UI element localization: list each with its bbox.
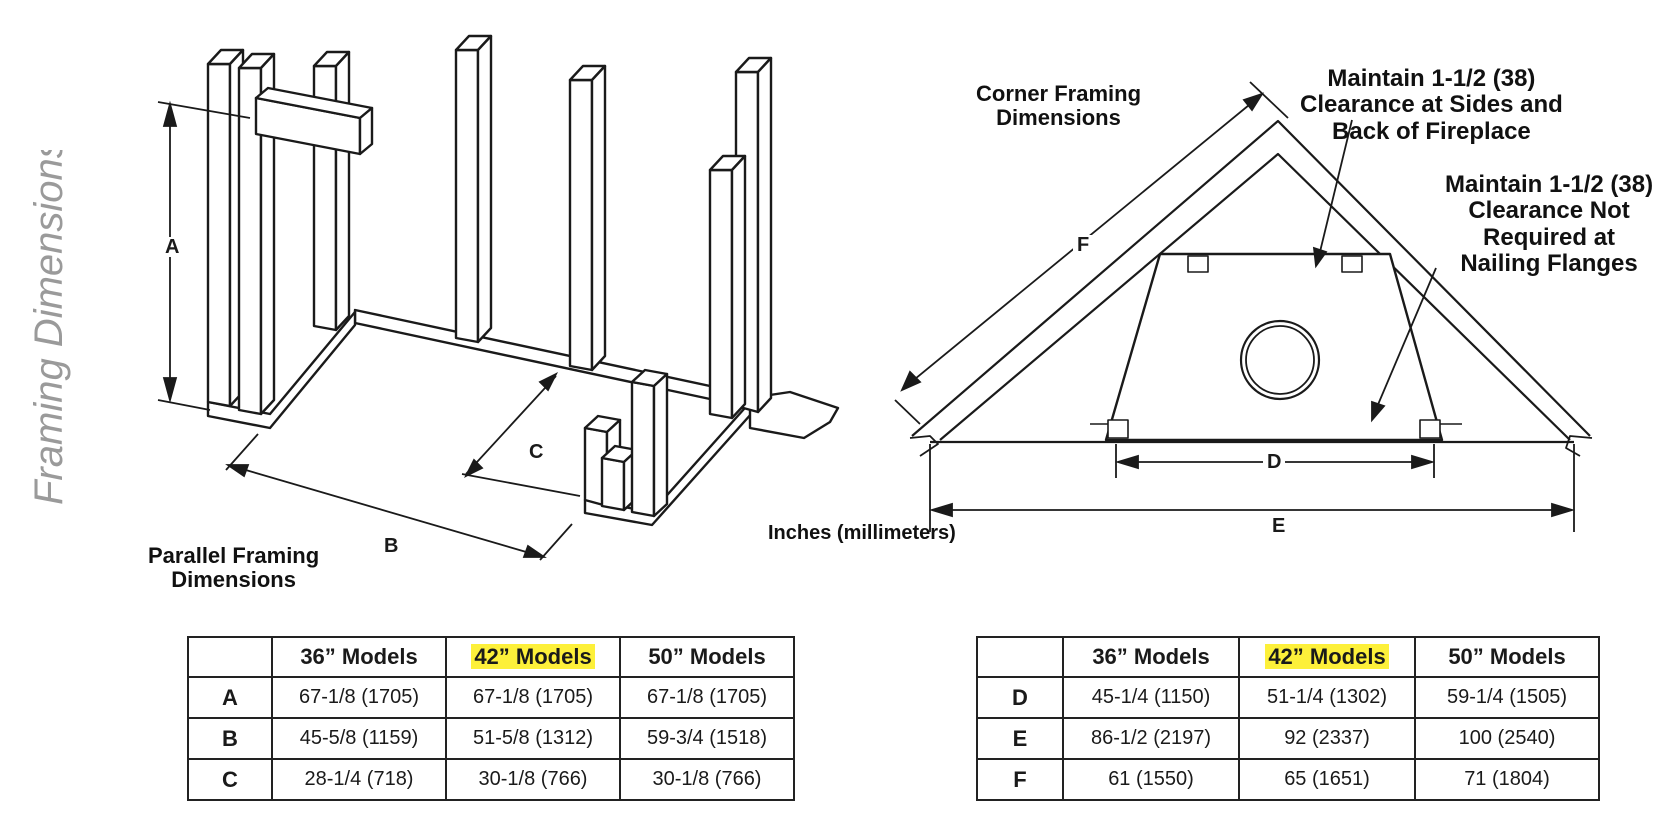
row-label: F (976, 758, 1064, 801)
row-label: D (976, 676, 1064, 719)
column-header-highlighted: 42” Models (1238, 636, 1416, 678)
parallel-dimensions-table: 36” Models 42” Models 50” Models A 67-1/… (187, 636, 795, 801)
table-cell: 100 (2540) (1414, 717, 1600, 760)
table-header-row: 36” Models 42” Models 50” Models (187, 636, 795, 678)
table-header-row: 36” Models 42” Models 50” Models (976, 636, 1600, 678)
hearth-extension (748, 390, 840, 440)
clearance-note-flanges-line2: Clearance Not (1468, 197, 1630, 225)
table-cell: 67-1/8 (1705) (445, 676, 621, 719)
front-studs (583, 368, 669, 518)
table-cell: 30-1/8 (766) (445, 758, 621, 801)
dim-label-c: C (525, 442, 548, 462)
rear-bottom-plate (353, 308, 754, 410)
corner-dimensions-table: 36” Models 42” Models 50” Models D 45-1/… (976, 636, 1600, 801)
left-bottom-plate (206, 310, 357, 430)
clearance-note-flanges-line3: Required at (1483, 223, 1616, 251)
corner-wall-inner (939, 152, 1571, 441)
table-cell: 67-1/8 (1705) (271, 676, 447, 719)
table-cell: 59-3/4 (1518) (619, 717, 795, 760)
table-row: F 61 (1550) 65 (1651) 71 (1804) (976, 758, 1600, 801)
column-header-highlighted: 42” Models (445, 636, 621, 678)
corner-framing-diagram (894, 81, 1593, 532)
clearance-note-flanges: Maintain 1-1/2 (38) Clearance Not Requir… (1445, 171, 1654, 278)
corner-caption-line1: Corner Framing (976, 81, 1142, 106)
side-title-text: Framing Dimensions (27, 150, 71, 505)
dim-label-f: F (1073, 235, 1094, 255)
dim-label-d: D (1263, 452, 1286, 472)
clearance-note-flanges-line4: Nailing Flanges (1460, 250, 1638, 278)
column-header: 50” Models (619, 636, 795, 678)
clearance-note-sides-line1: Maintain 1-1/2 (38) (1327, 65, 1536, 92)
corner-cell (976, 636, 1064, 678)
table-cell: 30-1/8 (766) (619, 758, 795, 801)
table-row: B 45-5/8 (1159) 51-5/8 (1312) 59-3/4 (15… (187, 717, 795, 760)
table-cell: 61 (1550) (1062, 758, 1240, 801)
side-title: Framing Dimensions (27, 150, 71, 505)
corner-caption-line2: Dimensions (996, 105, 1121, 131)
column-header: 36” Models (271, 636, 447, 678)
row-label: A (187, 676, 273, 719)
left-studs (206, 48, 374, 416)
column-header: 50” Models (1414, 636, 1600, 678)
corner-wall-outer (911, 119, 1591, 437)
row-label: C (187, 758, 273, 801)
table-cell: 59-1/4 (1505) (1414, 676, 1600, 719)
table-cell: 51-1/4 (1302) (1238, 676, 1416, 719)
table-cell: 92 (2337) (1238, 717, 1416, 760)
table-cell: 67-1/8 (1705) (619, 676, 795, 719)
units-note: Inches (millimeters) (768, 522, 956, 544)
table-cell: 45-5/8 (1159) (271, 717, 447, 760)
row-label: E (976, 717, 1064, 760)
table-cell: 45-1/4 (1150) (1062, 676, 1240, 719)
parallel-caption-line1: Parallel Framing (148, 543, 320, 568)
table-cell: 51-5/8 (1312) (445, 717, 621, 760)
column-header: 36” Models (1062, 636, 1240, 678)
table-cell: 71 (1804) (1414, 758, 1600, 801)
parallel-caption: Parallel Framing Dimensions (148, 543, 320, 593)
table-row: C 28-1/4 (718) 30-1/8 (766) 30-1/8 (766) (187, 758, 795, 801)
flue-collar (1239, 319, 1321, 401)
dim-label-e: E (1268, 516, 1290, 536)
clearance-note-flanges-line1: Maintain 1-1/2 (38) (1445, 171, 1654, 198)
table-row: D 45-1/4 (1150) 51-1/4 (1302) 59-1/4 (15… (976, 676, 1600, 719)
rear-studs (454, 34, 773, 420)
clearance-note-sides-line3: Back of Fireplace (1332, 117, 1531, 145)
table-cell: 86-1/2 (2197) (1062, 717, 1240, 760)
dim-label-a: A (161, 237, 184, 257)
corner-cell (187, 636, 273, 678)
table-row: E 86-1/2 (2197) 92 (2337) 100 (2540) (976, 717, 1600, 760)
row-label: B (187, 717, 273, 760)
clearance-note-sides: Maintain 1-1/2 (38) Clearance at Sides a… (1300, 65, 1563, 145)
table-cell: 28-1/4 (718) (271, 758, 447, 801)
parallel-framing-diagram (157, 34, 840, 561)
corner-caption: Corner Framing Dimensions (976, 81, 1142, 131)
table-cell: 65 (1651) (1238, 758, 1416, 801)
dim-label-b: B (380, 536, 403, 556)
table-row: A 67-1/8 (1705) 67-1/8 (1705) 67-1/8 (17… (187, 676, 795, 719)
parallel-caption-line2: Dimensions (171, 567, 296, 593)
clearance-note-sides-line2: Clearance at Sides and (1300, 91, 1563, 119)
